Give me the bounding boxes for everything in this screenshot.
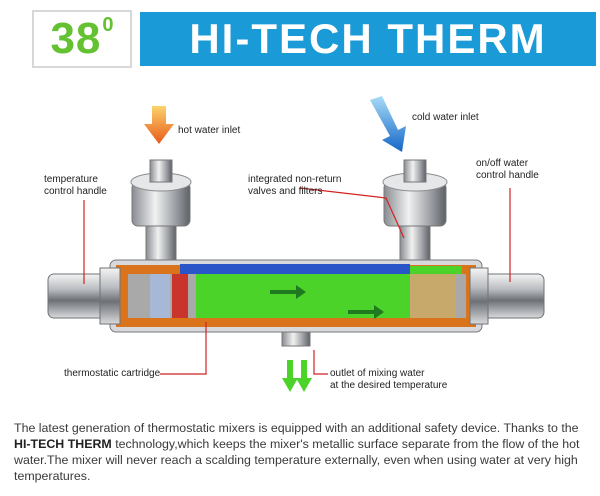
label-temperature-control-handle: temperature control handle	[44, 174, 107, 197]
caption-brand: HI-TECH THERM	[14, 437, 112, 451]
mixing-outlet	[281, 331, 311, 347]
caption-part-2: technology,which keeps the mixer's metal…	[14, 437, 580, 483]
description-text: The latest generation of thermostatic mi…	[14, 420, 594, 484]
label-cold-water-inlet: cold water inlet	[412, 112, 479, 123]
label-thermostatic-cartridge: thermostatic cartridge	[64, 368, 161, 379]
label-non-return-valves: integrated non-return valves and filters	[248, 174, 342, 197]
temperature-control-handle	[47, 267, 121, 325]
label-mixing-outlet: outlet of mixing water at the desired te…	[330, 368, 448, 391]
title-bar: HI-TECH THERM	[140, 12, 596, 66]
mixer-illustration	[47, 96, 545, 392]
mixer-diagram: hot water inlet cold water inlet tempera…	[0, 78, 600, 412]
label-onoff-control-handle: on/off water control handle	[476, 158, 539, 181]
leader-lines	[83, 187, 511, 375]
hot-inlet-connector	[130, 159, 192, 261]
badge-degree: 0	[102, 13, 114, 36]
page-title: HI-TECH THERM	[189, 15, 547, 62]
cold-inlet-arrow	[370, 96, 406, 152]
label-hot-water-inlet: hot water inlet	[178, 125, 241, 136]
outlet-arrows	[282, 360, 312, 392]
hot-inlet-arrow	[144, 106, 174, 144]
onoff-control-handle	[469, 267, 545, 325]
flow-arrows	[270, 285, 384, 319]
badge-temperature: 38	[50, 14, 102, 63]
caption-part-1: The latest generation of thermostatic mi…	[14, 421, 579, 435]
cold-inlet-connector	[382, 159, 448, 261]
